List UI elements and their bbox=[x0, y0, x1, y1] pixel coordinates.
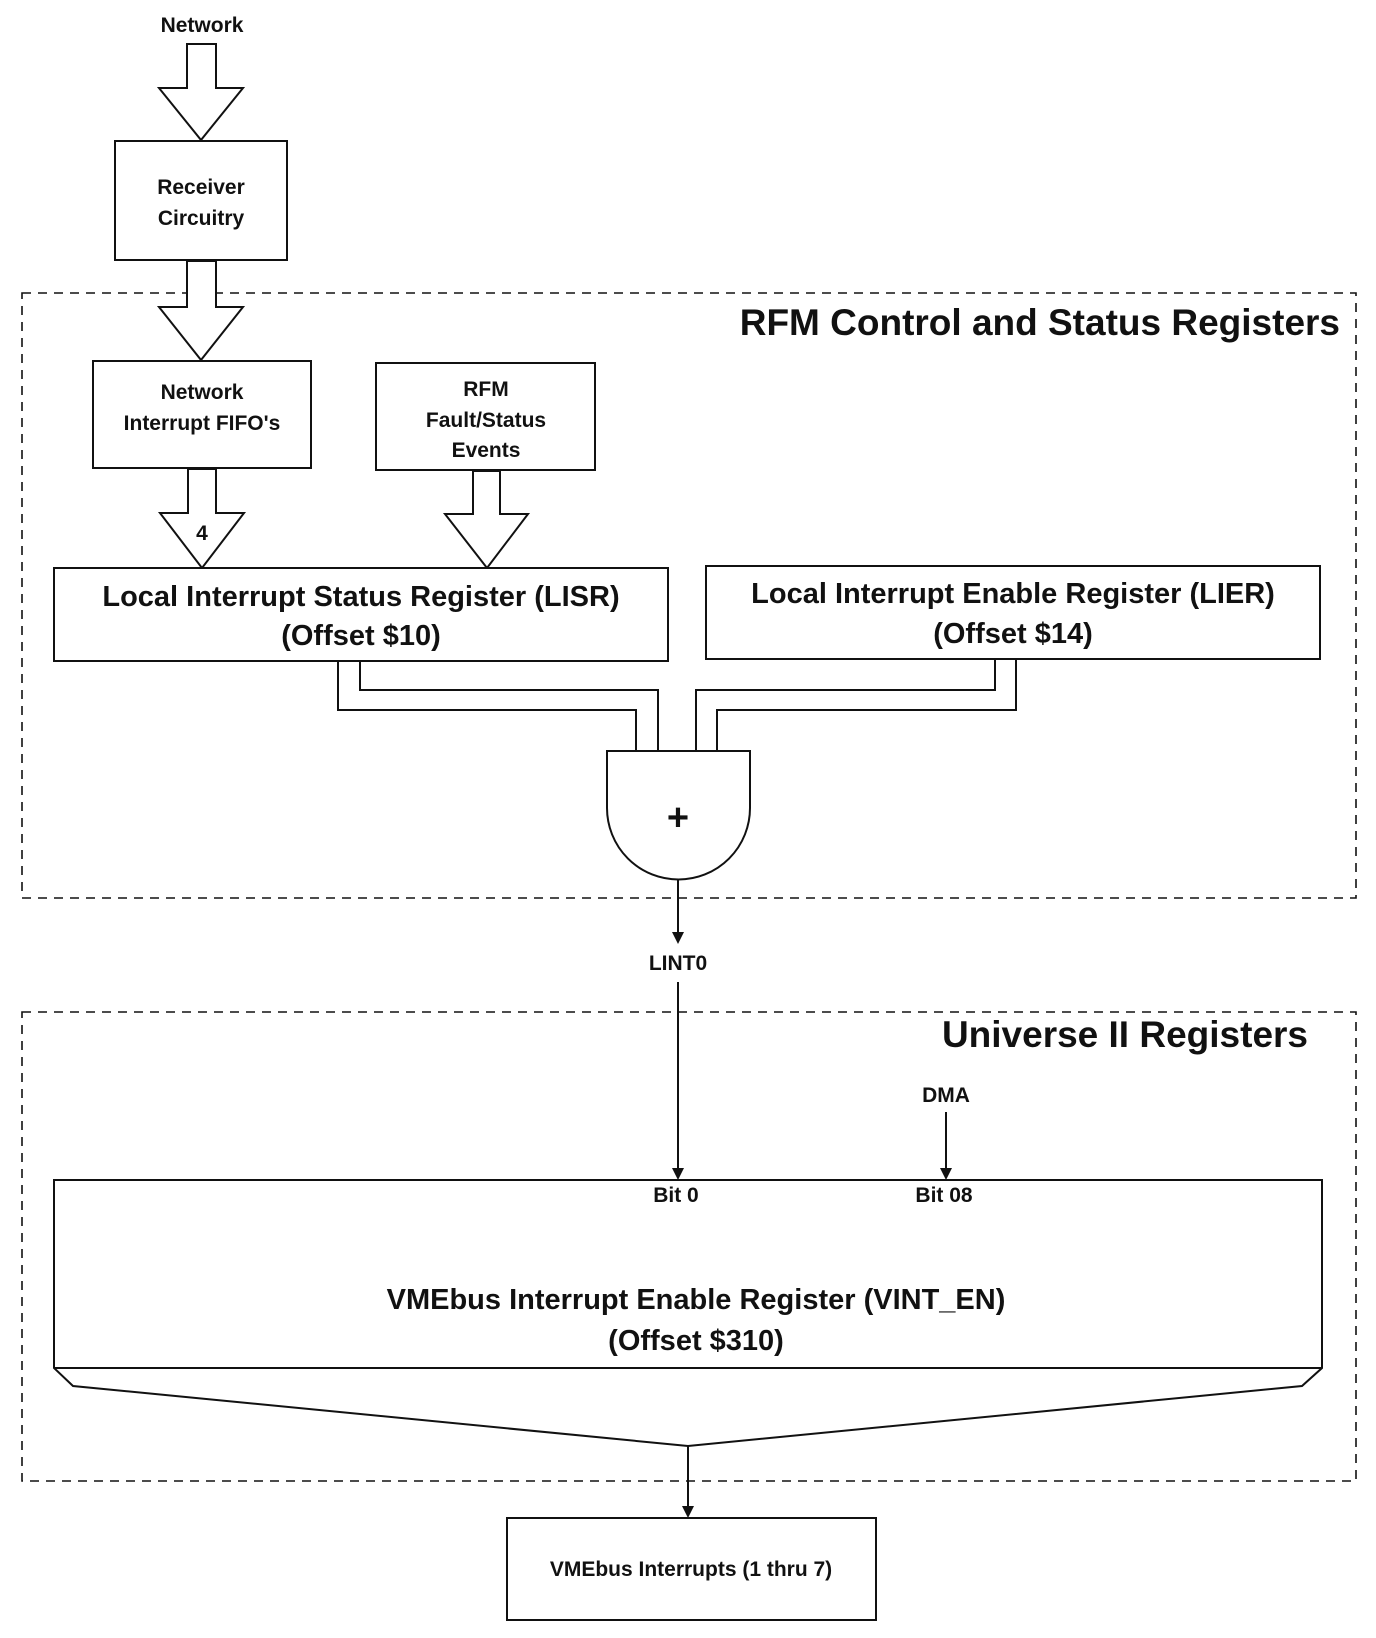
fifo-label-line2: Interrupt FIFO's bbox=[124, 412, 281, 435]
events-to-lisr-arrow bbox=[442, 470, 531, 570]
lier-register-box bbox=[705, 565, 1321, 660]
receiver-to-fifo-arrow bbox=[156, 260, 246, 362]
universe-registers-title: Universe II Registers bbox=[942, 1014, 1308, 1055]
bit0-label: Bit 0 bbox=[653, 1184, 699, 1207]
receiver-label-line2: Circuitry bbox=[158, 207, 245, 230]
vint-en-label-line2: (Offset $310) bbox=[608, 1325, 784, 1357]
combine-gate bbox=[606, 750, 751, 881]
lisr-bus-outer bbox=[337, 661, 637, 750]
network-input-arrow bbox=[156, 43, 246, 142]
vint-en-register-box bbox=[53, 1179, 1323, 1448]
lint0-label: LINT0 bbox=[649, 952, 707, 975]
bit08-label: Bit 08 bbox=[915, 1184, 973, 1207]
rfm-events-line1: RFM bbox=[463, 378, 509, 401]
gate-plus-symbol: + bbox=[667, 797, 689, 839]
network-label: Network bbox=[161, 14, 244, 37]
lier-label-line2: (Offset $14) bbox=[933, 618, 1093, 650]
lier-bus-inner bbox=[695, 659, 996, 750]
receiver-label-line1: Receiver bbox=[157, 176, 245, 199]
rfm-registers-region bbox=[21, 292, 1357, 899]
lier-bus-outer bbox=[716, 659, 1017, 750]
lisr-label-line2: (Offset $10) bbox=[281, 620, 441, 652]
fifo-to-lisr-arrow bbox=[157, 468, 247, 570]
lisr-label-line1: Local Interrupt Status Register (LISR) bbox=[102, 581, 619, 613]
rfm-events-line3: Events bbox=[452, 439, 521, 462]
vmebus-interrupts-box bbox=[506, 1517, 877, 1621]
receiver-circuitry-box bbox=[114, 140, 288, 261]
rfm-events-line2: Fault/Status bbox=[426, 409, 546, 432]
fifo-label-line1: Network bbox=[161, 381, 244, 404]
vint-en-label-line1: VMEbus Interrupt Enable Register (VINT_E… bbox=[387, 1284, 1006, 1316]
dma-label: DMA bbox=[922, 1084, 970, 1107]
fifo-count-label: 4 bbox=[196, 522, 208, 545]
rfm-events-box bbox=[375, 362, 596, 471]
lier-label-line1: Local Interrupt Enable Register (LIER) bbox=[751, 578, 1275, 610]
lisr-register-box bbox=[53, 567, 669, 662]
vmebus-interrupts-label: VMEbus Interrupts (1 thru 7) bbox=[550, 1558, 832, 1581]
lisr-bus-inner bbox=[359, 661, 659, 750]
rfm-registers-title: RFM Control and Status Registers bbox=[740, 302, 1340, 343]
